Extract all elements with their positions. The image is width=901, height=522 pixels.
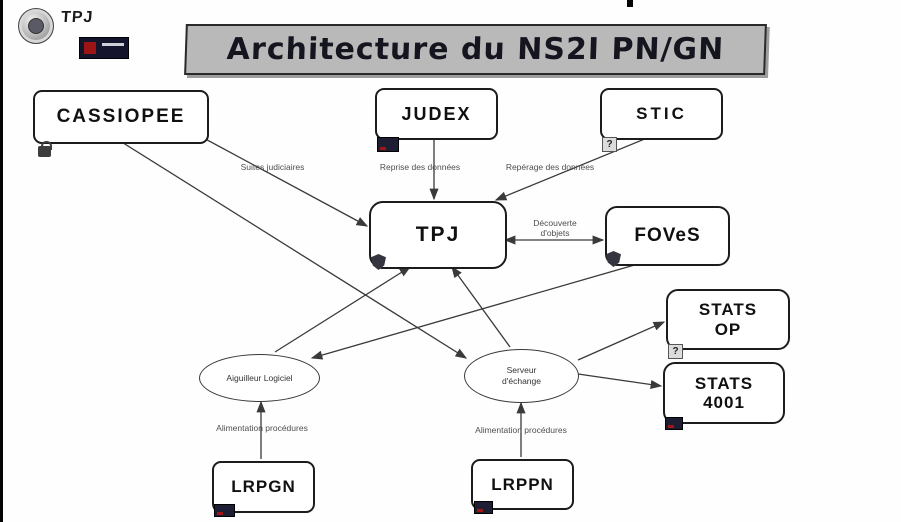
node-cassiopee: CASSIOPEE — [33, 90, 209, 144]
stats-4001-badge-icon — [665, 417, 683, 430]
node-foves: FOVeS — [605, 206, 730, 266]
edge-cassiopee-tpj — [197, 134, 369, 227]
ministry-logo-stripe-icon — [102, 43, 124, 46]
edge-label-decouverte-objets: Découverte d'objets — [533, 218, 577, 239]
edge-serveur-tpj — [451, 265, 511, 348]
tpj-shield-icon — [371, 254, 386, 270]
ministry-logo-icon — [79, 37, 129, 59]
cassiopee-lock-icon — [38, 141, 52, 157]
edge-serveur-stats-4001 — [577, 373, 663, 390]
node-aiguilleur-logiciel: Aiguilleur Logiciel — [199, 354, 320, 402]
node-stic: STIC — [600, 88, 723, 140]
scan-mark-artifact — [627, 0, 633, 7]
police-roundel-logo-icon — [18, 8, 54, 44]
stic-question-icon: ? — [602, 137, 617, 152]
judex-badge-icon — [377, 137, 399, 152]
tpj-logo-caption: TPJ — [60, 9, 94, 26]
node-serveur-echange: Serveur d'échange — [464, 349, 579, 403]
edge-serveur-stats-op — [577, 321, 666, 361]
node-stats-4001: STATS 4001 — [663, 362, 785, 424]
lrppn-badge-icon — [474, 501, 493, 514]
edge-aiguilleur-tpj — [274, 266, 412, 353]
edge-label-alimentation-procedures-gn: Alimentation procédures — [216, 423, 308, 433]
scan-edge-artifact — [0, 0, 3, 522]
page-title: Architecture du NS2I PN/GN — [184, 24, 767, 75]
edge-label-reprise-donnees: Reprise des données — [379, 162, 461, 172]
edge-label-alimentation-procedures-pn: Alimentation procédures — [475, 425, 567, 435]
edge-label-reperage-donnees: Repérage des données — [505, 162, 595, 172]
stats-op-question-icon: ? — [668, 344, 683, 359]
node-judex: JUDEX — [375, 88, 498, 140]
lrpgn-badge-icon — [214, 504, 235, 517]
roundel-core-icon — [28, 18, 44, 34]
foves-shield-icon — [606, 251, 621, 267]
edge-label-suites-judiciaires: Suites judiciaires — [240, 162, 305, 172]
edge-foves-aiguilleur — [310, 261, 646, 360]
node-tpj: TPJ — [369, 201, 507, 269]
node-stats-op: STATS OP — [666, 289, 790, 350]
ministry-logo-emblem-icon — [84, 42, 96, 54]
